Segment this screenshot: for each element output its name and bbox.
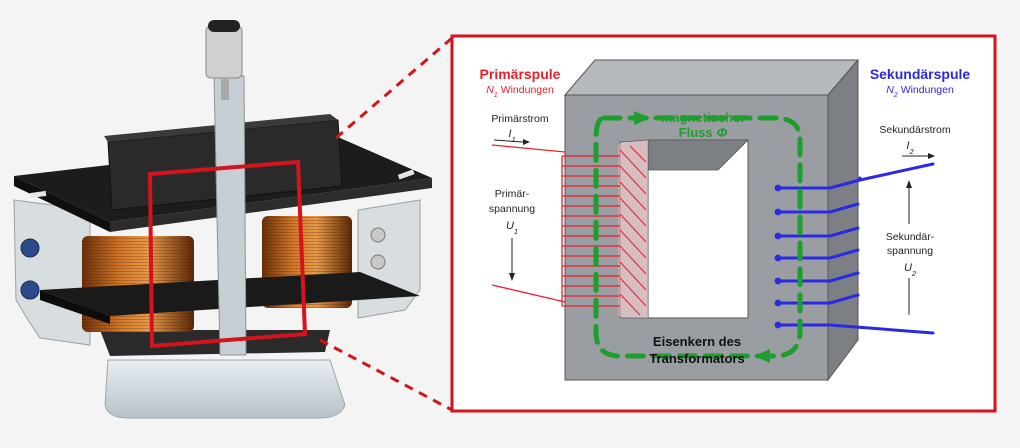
base-foot [104,359,346,419]
primary-turns-word: Windungen [501,84,554,96]
connector-top [335,36,453,140]
photo-highlight-frame [147,159,308,349]
secondary-turns-sub: 2 [893,92,898,99]
right-side-frame [357,199,421,319]
terminal-left-bottom [20,280,40,300]
flux-arrow-top [634,111,650,125]
terminal-right-top [370,227,386,243]
clamp-bar [213,75,247,356]
flux-label-line2: Fluss Φ [679,125,728,140]
core-top-face [563,59,860,96]
flux-word: Fluss [679,125,713,140]
primary-voltage-U: U [506,220,514,232]
primary-current-I: I [508,128,511,140]
core-side-face [827,58,859,382]
connector-bottom [319,338,453,412]
primary-winding-back [618,140,648,318]
secondary-voltage-arrow [906,180,912,315]
secondary-turns-symbol: N [886,84,894,96]
secondary-current-symbol: I2 [906,140,914,156]
secondary-winding-dots [774,184,782,329]
primary-current-label: Primärstrom [491,113,548,125]
secondary-voltage-line1: Sekundär- [886,231,935,243]
primary-voltage-line1: Primär- [495,188,530,200]
flux-symbol: Φ [717,125,728,140]
flux-arrow-bottom [754,349,770,363]
transformer-photo [13,20,432,419]
primary-turns-sub: 1 [494,92,498,99]
terminal-right-bottom [370,254,386,270]
primary-turns-symbol: N [486,84,494,96]
left-side-frame [13,199,91,346]
primary-voltage-symbol: U1 [506,220,518,236]
core-label-line1: Eisenkern des [653,334,741,349]
primary-voltage-sub: 1 [514,227,518,236]
primary-winding [491,144,620,307]
flux-loop [593,115,803,359]
secondary-turns-word: Windungen [901,84,954,96]
core-label-line2: Transformators [649,351,744,366]
secondary-voltage-sub: 2 [911,269,917,278]
secondary-current-I: I [906,140,909,152]
clamp-screw [205,25,243,79]
primary-voltage-line2: spannung [489,203,535,215]
secondary-winding [776,162,935,335]
primary-coil-title: Primärspule [480,66,561,82]
secondary-current-label: Sekundärstrom [879,124,950,136]
secondary-voltage-line2: spannung [887,245,933,257]
primary-current-sub: 1 [511,135,515,144]
secondary-voltage-U: U [904,262,912,274]
secondary-voltage-symbol: U2 [904,262,917,278]
terminal-left-top [20,238,40,258]
primary-current-arrow [493,139,530,145]
primary-current-symbol: I1 [508,128,515,144]
secondary-current-sub: 2 [908,147,914,156]
flux-label-line1: magnetischer [661,110,746,125]
primary-voltage-arrow [509,238,515,281]
secondary-coil-title: Sekundärspule [870,66,971,82]
secondary-current-arrow [902,153,935,159]
